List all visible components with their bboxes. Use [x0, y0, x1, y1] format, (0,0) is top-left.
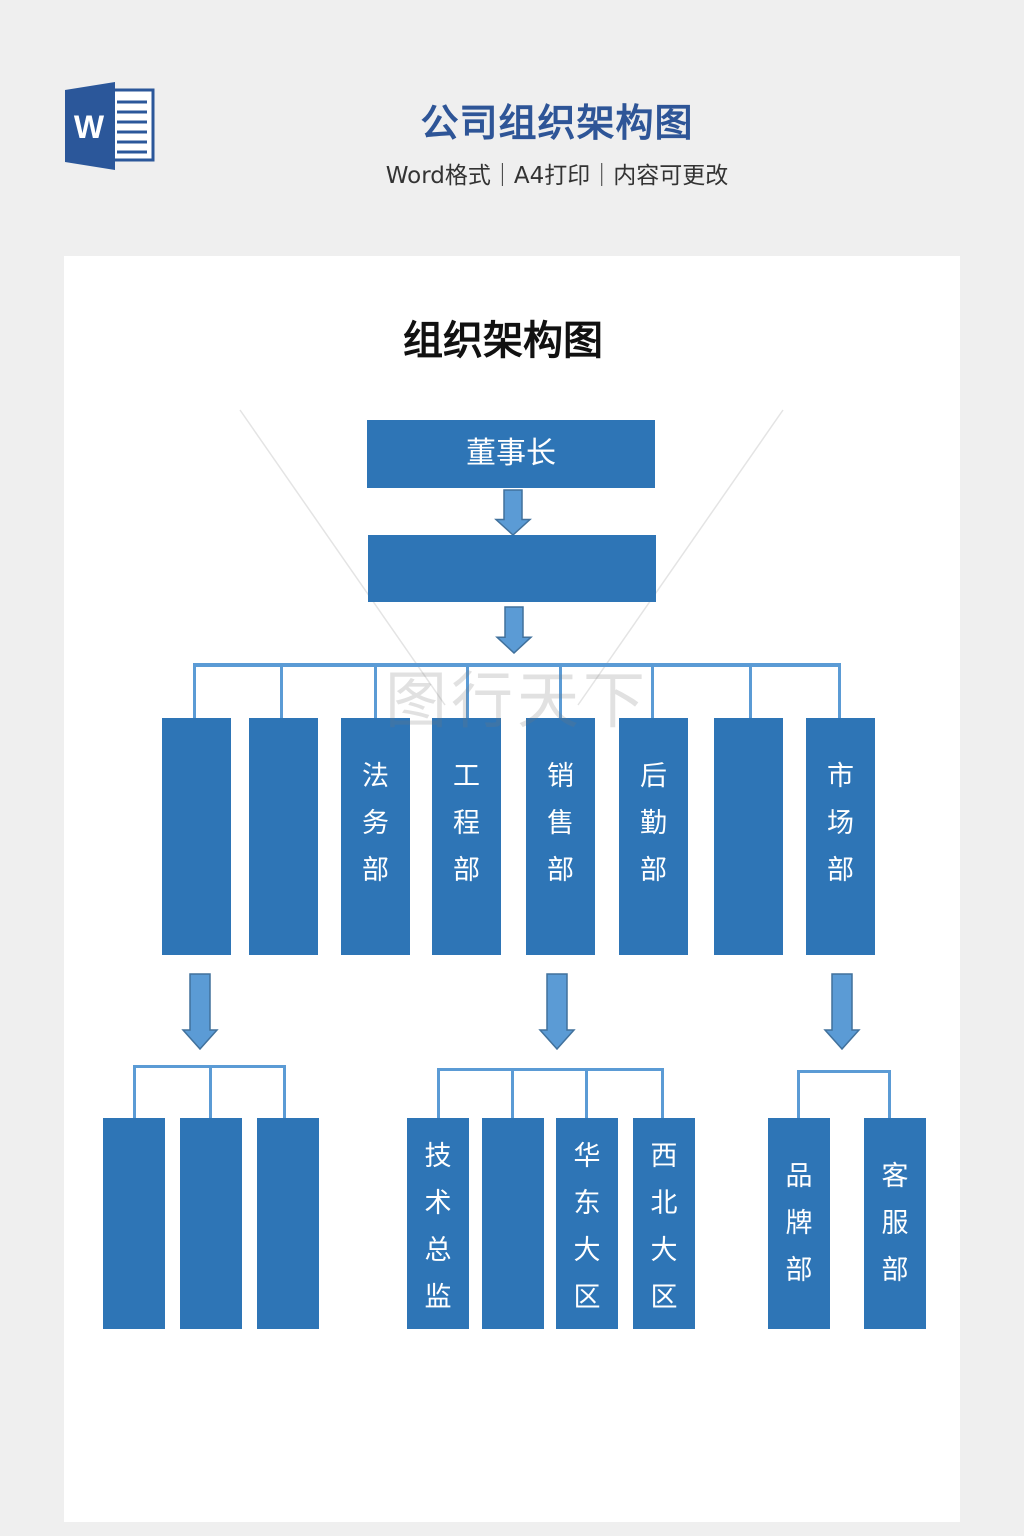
- word-icon: W: [65, 82, 155, 170]
- connector-line: [437, 1068, 664, 1071]
- connector-line: [193, 663, 841, 667]
- connector-line: [651, 663, 654, 719]
- department-box: 工程部: [432, 718, 501, 955]
- connector-line: [838, 663, 841, 719]
- sub-unit-box: 西北大区: [633, 1118, 695, 1329]
- sub-unit-box: 华东大区: [556, 1118, 618, 1329]
- arrow-down-icon: [823, 973, 861, 1050]
- box-label: 西北大区: [650, 1141, 678, 1313]
- header-title: 公司组织架构图: [420, 101, 694, 145]
- department-box: 后勤部: [619, 718, 688, 955]
- watermark: 图行天下: [385, 664, 650, 737]
- arrow-down-icon: [538, 973, 576, 1050]
- connector-line: [193, 663, 196, 719]
- sub-unit-box: 客服部: [864, 1118, 926, 1329]
- sub-unit-box: [180, 1118, 242, 1329]
- arrow-down-icon: [495, 606, 533, 654]
- connector-line: [437, 1068, 440, 1119]
- department-box: [162, 718, 231, 955]
- department-box: 销售部: [526, 718, 595, 955]
- arrow-down-icon: [494, 489, 532, 536]
- box-label: 技术总监: [424, 1141, 452, 1313]
- box-label: 工程部: [453, 761, 480, 886]
- connector-line: [888, 1070, 891, 1119]
- department-box: 法务部: [341, 718, 410, 955]
- connector-line: [133, 1065, 136, 1119]
- department-box: 市场部: [806, 718, 875, 955]
- second-level-box: [368, 535, 656, 602]
- sub-unit-box: [103, 1118, 165, 1329]
- document-title: 组织架构图: [403, 317, 603, 364]
- department-box: [249, 718, 318, 955]
- connector-line: [511, 1068, 514, 1119]
- connector-line: [283, 1065, 286, 1119]
- connector-line: [797, 1070, 800, 1119]
- box-label: 市场部: [827, 761, 854, 886]
- box-label: 法务部: [362, 761, 389, 886]
- connector-line: [559, 663, 562, 719]
- sub-unit-box: [257, 1118, 319, 1329]
- connector-line: [280, 663, 283, 719]
- chairman-box: 董事长: [367, 420, 655, 488]
- box-label: 后勤部: [640, 761, 667, 886]
- box-label: 客服部: [881, 1161, 909, 1286]
- box-label: 销售部: [547, 761, 574, 886]
- sub-unit-box: [482, 1118, 544, 1329]
- connector-line: [585, 1068, 588, 1119]
- box-label: 品牌部: [785, 1161, 813, 1286]
- header-subtitle: Word格式｜A4打印｜内容可更改: [385, 163, 729, 189]
- connector-line: [374, 663, 377, 719]
- connector-line: [797, 1070, 890, 1073]
- connector-line: [661, 1068, 664, 1119]
- box-label: 华东大区: [573, 1141, 601, 1313]
- connector-line: [749, 663, 752, 719]
- sub-unit-box: 品牌部: [768, 1118, 830, 1329]
- connector-line: [209, 1065, 212, 1119]
- connector-line: [466, 663, 469, 719]
- department-box: [714, 718, 783, 955]
- arrow-down-icon: [181, 973, 219, 1050]
- svg-text:W: W: [74, 109, 105, 145]
- sub-unit-box: 技术总监: [407, 1118, 469, 1329]
- box-label: 董事长: [466, 436, 556, 471]
